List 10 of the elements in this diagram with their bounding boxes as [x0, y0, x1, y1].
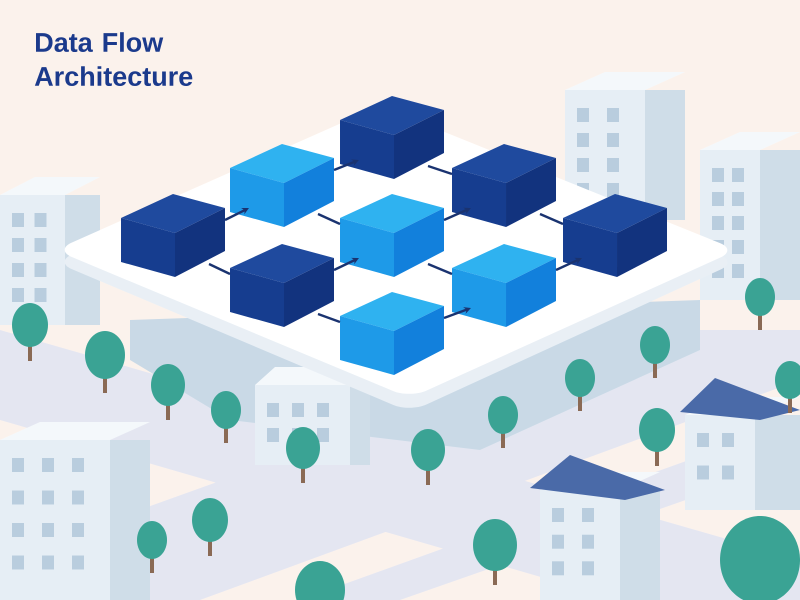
cube: [340, 96, 444, 179]
cube: [230, 144, 334, 227]
cube: [230, 244, 334, 327]
cube: [452, 144, 556, 227]
cube: [340, 292, 444, 375]
cube: [121, 194, 225, 277]
cube: [452, 244, 556, 327]
title: Data Flow Architecture: [34, 32, 192, 86]
cube: [340, 194, 444, 277]
cube: [563, 194, 667, 277]
